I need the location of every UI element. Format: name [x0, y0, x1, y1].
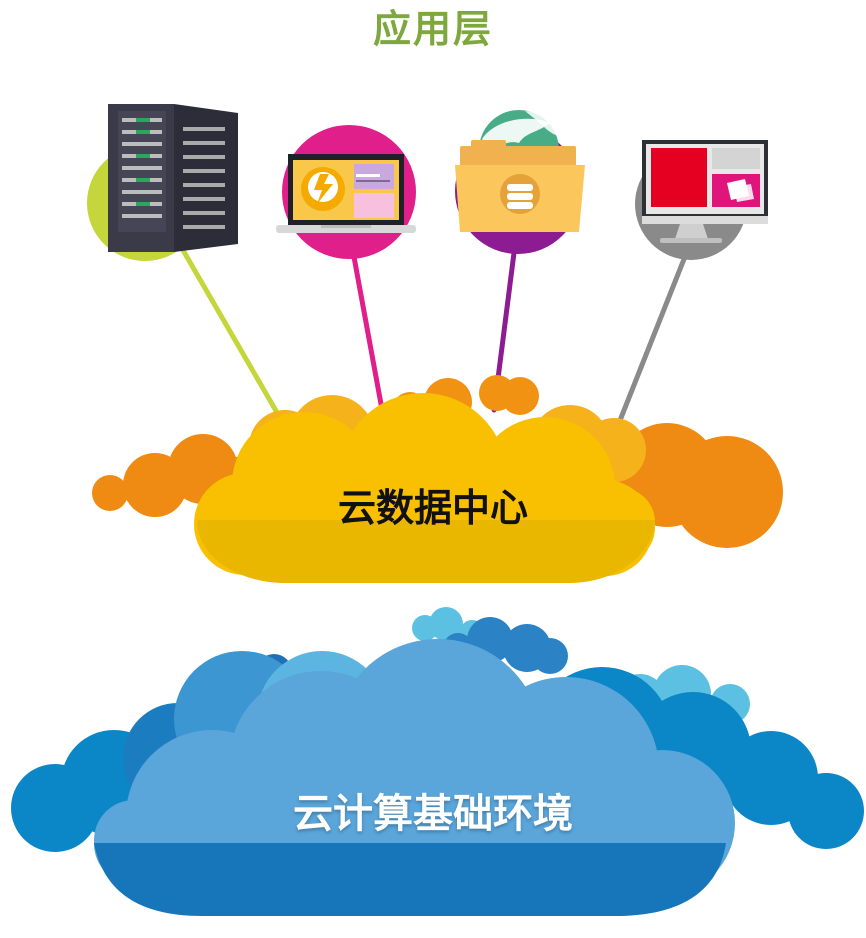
connector-lines — [177, 241, 693, 441]
gray-connector-line — [610, 241, 693, 441]
globe-folder-database-icon — [455, 110, 585, 254]
pink-connector-line — [349, 243, 386, 418]
data-center-cloud-group — [92, 375, 783, 583]
server-rack-icon — [87, 104, 238, 261]
green-connector-line — [177, 242, 293, 438]
infrastructure-cloud-group — [11, 607, 864, 916]
desktop-monitor-icon — [635, 140, 768, 260]
laptop-lightbulb-icon — [276, 125, 416, 259]
